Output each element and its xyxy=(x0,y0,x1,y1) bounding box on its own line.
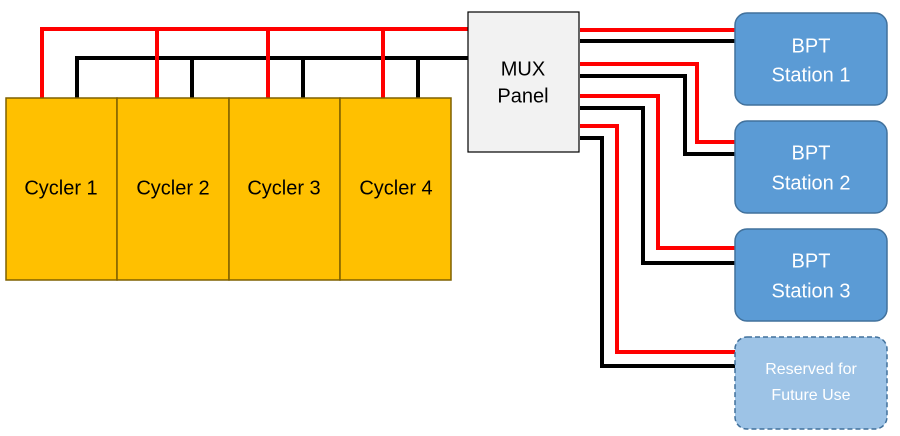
mux-panel: MUX Panel xyxy=(467,11,580,153)
positive-bus-wire xyxy=(40,27,470,98)
station-3-positive-wire xyxy=(580,94,735,250)
station-2-line2: Station 2 xyxy=(772,172,851,194)
reserved-line1: Reserved for xyxy=(765,361,857,378)
station-3-negative-wire xyxy=(580,106,735,265)
station-3-line1: BPT xyxy=(792,250,831,272)
station-3-line2: Station 3 xyxy=(772,280,851,302)
cycler-4-label: Cycler 4 xyxy=(359,177,432,199)
mux-label-line2: Panel xyxy=(497,85,548,107)
cycler-3: Cycler 3 xyxy=(228,97,341,281)
negative-bus-wire xyxy=(75,56,470,98)
cycler-4: Cycler 4 xyxy=(339,97,452,281)
cyclers: Cycler 1 Cycler 2 Cycler 3 Cycler 4 xyxy=(5,97,452,281)
reserved-line2: Future Use xyxy=(771,387,850,404)
reserved-positive-wire xyxy=(580,124,735,354)
station-1-line2: Station 1 xyxy=(772,64,851,86)
cycler-to-mux-wires xyxy=(40,27,470,98)
cycler-2-label: Cycler 2 xyxy=(136,177,209,199)
cycler-1-label: Cycler 1 xyxy=(24,177,97,199)
station-2-negative-wire xyxy=(580,74,735,156)
station-1-line1: BPT xyxy=(792,35,831,57)
bpt-stations: BPT Station 1 BPT Station 2 BPT Station … xyxy=(734,12,888,322)
cycler-1: Cycler 1 xyxy=(5,97,118,281)
reserved-station: Reserved for Future Use xyxy=(734,336,888,430)
cycler-3-label: Cycler 3 xyxy=(247,177,320,199)
mux-label-line1: MUX xyxy=(501,58,545,80)
station-2-positive-wire xyxy=(580,62,735,144)
bpt-station-2: BPT Station 2 xyxy=(734,120,888,214)
bpt-station-1: BPT Station 1 xyxy=(734,12,888,106)
cycler-2: Cycler 2 xyxy=(116,97,230,281)
reserved-negative-wire xyxy=(580,136,735,368)
mux-to-station-wires xyxy=(580,28,735,368)
bpt-station-3: BPT Station 3 xyxy=(734,228,888,322)
station-2-line1: BPT xyxy=(792,142,831,164)
